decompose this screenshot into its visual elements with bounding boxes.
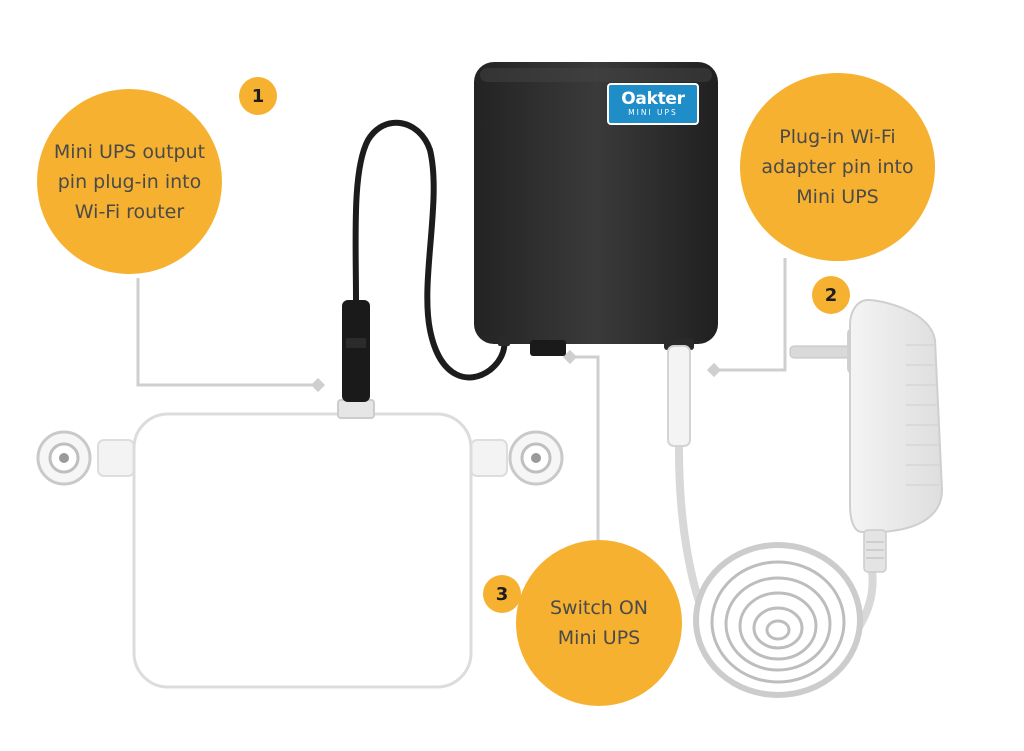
step-1-text: Mini UPS output pin plug-in into Wi-Fi r… bbox=[53, 140, 206, 223]
connector-diamond-2 bbox=[706, 362, 722, 378]
step-2-number: 2 bbox=[824, 284, 838, 306]
step-3-badge: 3 bbox=[483, 575, 521, 613]
step-3-text: Switch ON Mini UPS bbox=[549, 597, 649, 649]
adapter-output-plug bbox=[667, 345, 691, 447]
ups-power-switch bbox=[530, 340, 566, 356]
logo-subtitle: MINI UPS bbox=[628, 108, 678, 117]
connector-line-step-2 bbox=[716, 258, 787, 372]
step-1-bubble: Mini UPS output pin plug-in into Wi-Fi r… bbox=[37, 89, 222, 274]
connector-line-step-3 bbox=[572, 355, 600, 540]
step-1-number: 1 bbox=[251, 85, 265, 107]
step-1-badge: 1 bbox=[239, 77, 277, 115]
router-port bbox=[337, 399, 375, 419]
step-2-bubble: Plug-in Wi-Fi adapter pin into Mini UPS bbox=[740, 73, 935, 261]
logo-brand: Oakter bbox=[621, 89, 685, 109]
connector-diamond-1 bbox=[310, 377, 326, 393]
mini-ups-device bbox=[474, 62, 718, 356]
step-2-text: Plug-in Wi-Fi adapter pin into Mini UPS bbox=[761, 126, 914, 208]
oakter-logo: Oakter MINI UPS bbox=[607, 83, 699, 125]
router-body bbox=[132, 412, 473, 689]
connector-diamond-3 bbox=[562, 349, 578, 365]
wifi-router bbox=[36, 399, 564, 689]
step-3-bubble: Switch ON Mini UPS bbox=[516, 540, 682, 706]
output-plug bbox=[342, 300, 370, 402]
wifi-adapter bbox=[789, 298, 944, 573]
output-cable bbox=[352, 119, 508, 381]
connector-lines bbox=[136, 258, 787, 540]
step-2-badge: 2 bbox=[812, 276, 850, 314]
connector-line-step-1 bbox=[136, 278, 318, 387]
step-3-number: 3 bbox=[495, 583, 509, 605]
cable-coil bbox=[693, 542, 863, 698]
